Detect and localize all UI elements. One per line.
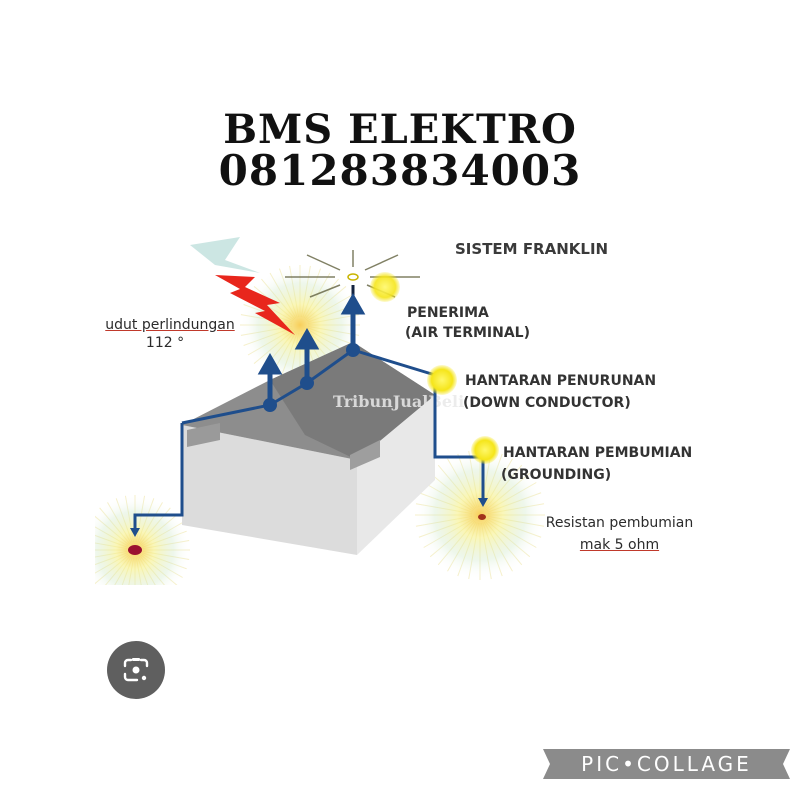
- franklin-system-diagram: TribunJualBeli: [95, 225, 710, 585]
- label-down-conductor-2: (DOWN CONDUCTOR): [463, 395, 631, 411]
- down-conductor-highlight: [427, 365, 457, 395]
- conductor-node: [346, 343, 360, 357]
- business-name: BMS ELEKTRO: [223, 106, 577, 153]
- conductor-node: [300, 376, 314, 390]
- google-lens-icon: [123, 658, 149, 682]
- arrow-down-icon: [478, 498, 488, 507]
- label-protection-angle-1: udut perlindungan: [105, 317, 235, 333]
- roof-eave-left: [187, 423, 220, 447]
- diagram-title: SISTEM FRANKLIN: [455, 240, 609, 258]
- grounding-highlight: [471, 436, 499, 464]
- image-watermark: TribunJualBeli: [333, 392, 464, 411]
- google-lens-button[interactable]: [107, 641, 165, 699]
- arrow-down-icon: [130, 528, 140, 537]
- label-grounding-2: (GROUNDING): [501, 467, 612, 483]
- phone-number: 081283834003: [218, 146, 582, 195]
- label-protection-angle-2: 112 °: [145, 335, 185, 351]
- arrow-up-icon: [340, 292, 366, 315]
- arrow-up-icon: [294, 327, 320, 350]
- label-grounding-1: HANTARAN PEMBUMIAN: [503, 445, 693, 461]
- lightning-shadow-icon: [190, 237, 260, 273]
- diagram-illustration: TribunJualBeli: [95, 237, 545, 585]
- air-terminal-highlight: [370, 272, 400, 302]
- arrow-up-icon: [257, 352, 283, 375]
- ground-rod-right: [478, 514, 486, 520]
- roof-eave-right: [350, 440, 380, 470]
- air-terminal-tip-icon: [347, 273, 359, 281]
- ground-burst-left: [95, 495, 190, 585]
- house-front-wall: [182, 425, 357, 555]
- label-air-terminal-2: (AIR TERMINAL): [405, 325, 531, 341]
- label-down-conductor-1: HANTARAN PENURUNAN: [465, 373, 657, 389]
- piccollage-watermark: PIC•COLLAGE: [543, 749, 790, 779]
- lightning-bolt-icon: [215, 275, 295, 335]
- ground-rod-left: [128, 545, 142, 555]
- house-side-wall: [357, 395, 435, 555]
- conductor-node: [263, 398, 277, 412]
- label-air-terminal-1: PENERIMA: [407, 305, 489, 321]
- label-resistance-1: Resistan pembumian: [545, 515, 694, 531]
- label-resistance-2: mak 5 ohm: [579, 537, 660, 553]
